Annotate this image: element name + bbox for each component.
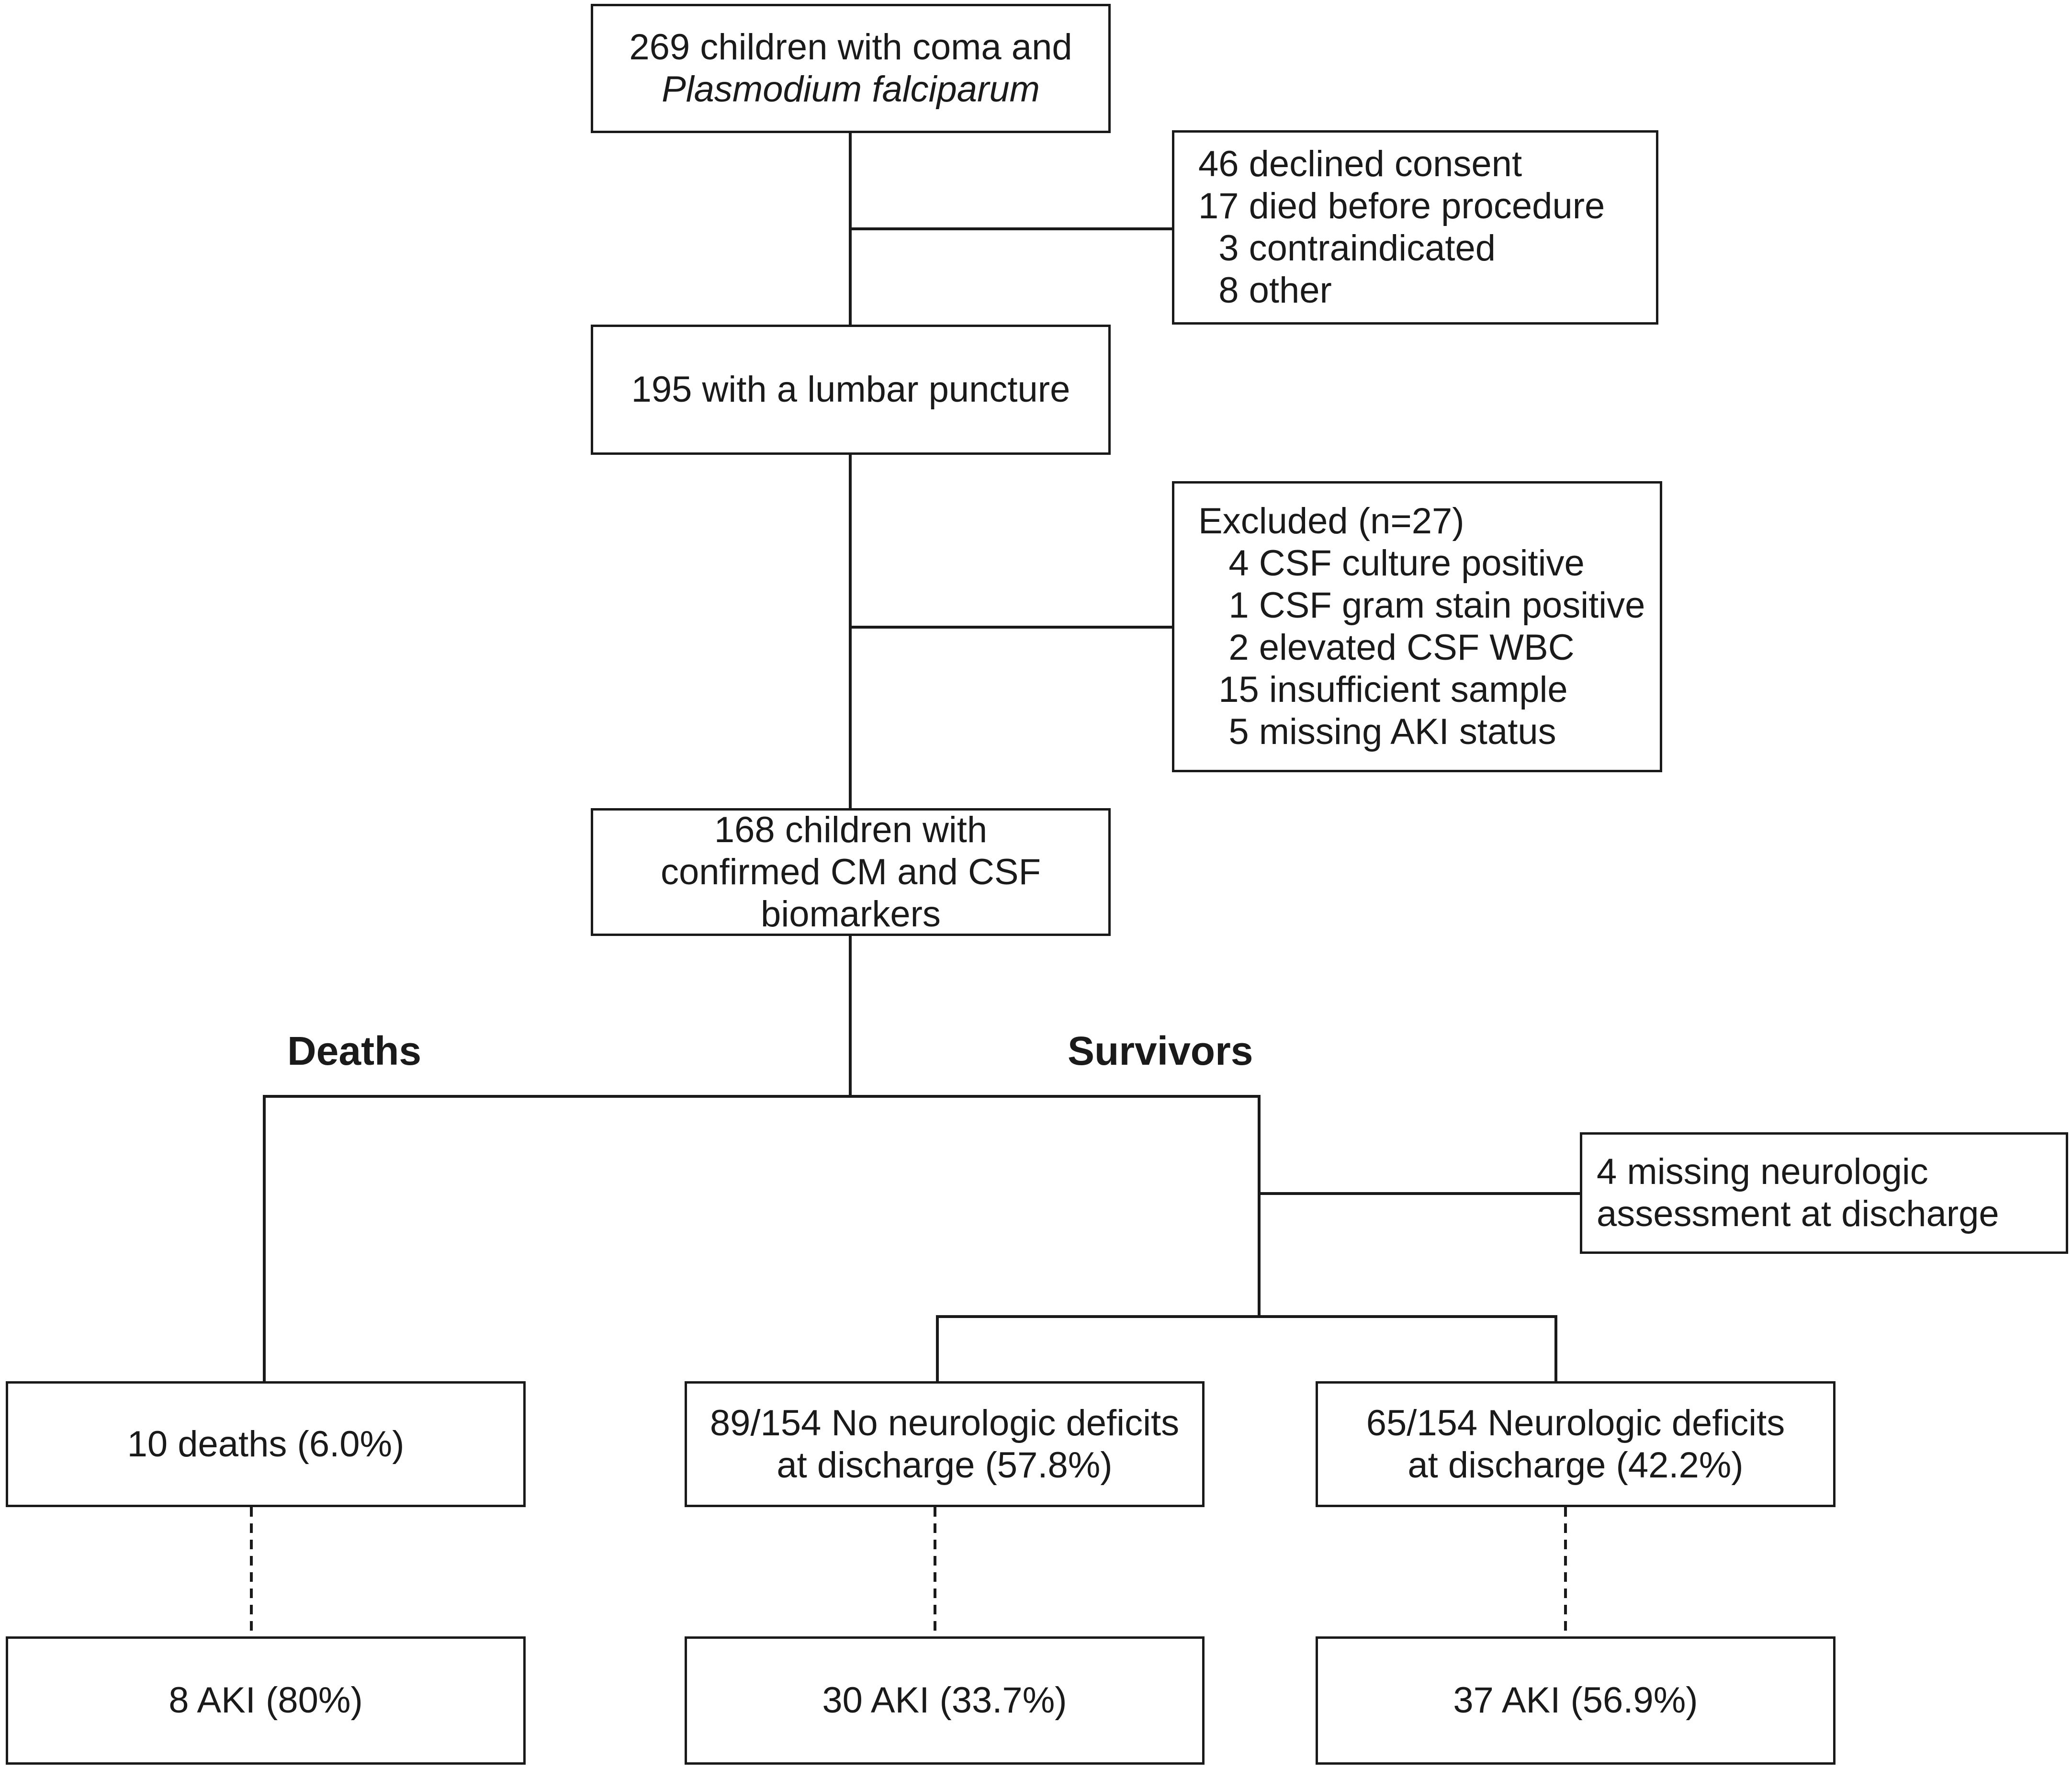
box-no-neurologic-deficits: 89/154 No neurologic deficits at dischar… (685, 1381, 1205, 1507)
confirmed-line: biomarkers (761, 893, 941, 935)
missing-line: 4 missing neurologic (1597, 1151, 1928, 1192)
exclusion2-line: 1 CSF gram stain positive (1198, 585, 1645, 626)
no-deficits-line: at discharge (57.8%) (777, 1444, 1113, 1486)
aki-deficits-text: 37 AKI (56.9%) (1453, 1680, 1698, 1721)
connector-survivor-split (936, 1315, 1557, 1381)
box-exclusion-consent: 46 declined consent 17 died before proce… (1172, 130, 1658, 325)
box-aki-no-deficits: 30 AKI (33.7%) (685, 1636, 1205, 1765)
box-enrolled: 269 children with coma and Plasmodium fa… (591, 4, 1111, 133)
deficits-line: 65/154 Neurologic deficits (1366, 1402, 1785, 1443)
exclusion2-line: 4 CSF culture positive (1198, 543, 1585, 584)
exclusion1-line: 3 contraindicated (1198, 228, 1496, 269)
exclusion1-line: 46 declined consent (1198, 144, 1522, 184)
deficits-line: at discharge (42.2%) (1408, 1444, 1744, 1486)
exclusion2-line: 15 insufficient sample (1198, 669, 1568, 710)
box-aki-deficits: 37 AKI (56.9%) (1316, 1636, 1836, 1765)
aki-no-deficits-text: 30 AKI (33.7%) (822, 1680, 1067, 1721)
box-neurologic-deficits: 65/154 Neurologic deficits at discharge … (1316, 1381, 1836, 1507)
lumbar-text: 195 with a lumbar puncture (631, 369, 1070, 410)
box-aki-deaths: 8 AKI (80%) (6, 1636, 526, 1765)
deaths-text: 10 deaths (6.0%) (127, 1423, 405, 1465)
connector-split-branches (263, 1095, 1261, 1381)
confirmed-line: confirmed CM and CSF (660, 851, 1041, 892)
box-missing-assessment: 4 missing neurologic assessment at disch… (1580, 1132, 2068, 1254)
confirmed-line: 168 children with (714, 809, 988, 850)
box-lumbar-puncture: 195 with a lumbar puncture (591, 325, 1111, 455)
enrolled-line-1: 269 children with coma and (629, 27, 1072, 68)
exclusion2-line: 5 missing AKI status (1198, 711, 1556, 752)
missing-line: assessment at discharge (1597, 1194, 1999, 1234)
exclusion1-line: 17 died before procedure (1198, 186, 1605, 226)
exclusion1-line: 8 other (1198, 270, 1332, 311)
box-confirmed-cm: 168 children with confirmed CM and CSF b… (591, 808, 1111, 936)
label-survivors: Survivors (1068, 1028, 1253, 1073)
aki-deaths-text: 8 AKI (80%) (169, 1680, 363, 1721)
label-deaths: Deaths (287, 1028, 422, 1073)
enrolled-line-2: Plasmodium falciparum (662, 69, 1040, 110)
box-exclusion-csf: Excluded (n=27) 4 CSF culture positive 1… (1172, 481, 1662, 772)
no-deficits-line: 89/154 No neurologic deficits (709, 1402, 1180, 1443)
exclusion2-line: 2 elevated CSF WBC (1198, 627, 1575, 668)
exclusion2-line: Excluded (n=27) (1198, 501, 1464, 541)
box-deaths: 10 deaths (6.0%) (6, 1381, 526, 1507)
